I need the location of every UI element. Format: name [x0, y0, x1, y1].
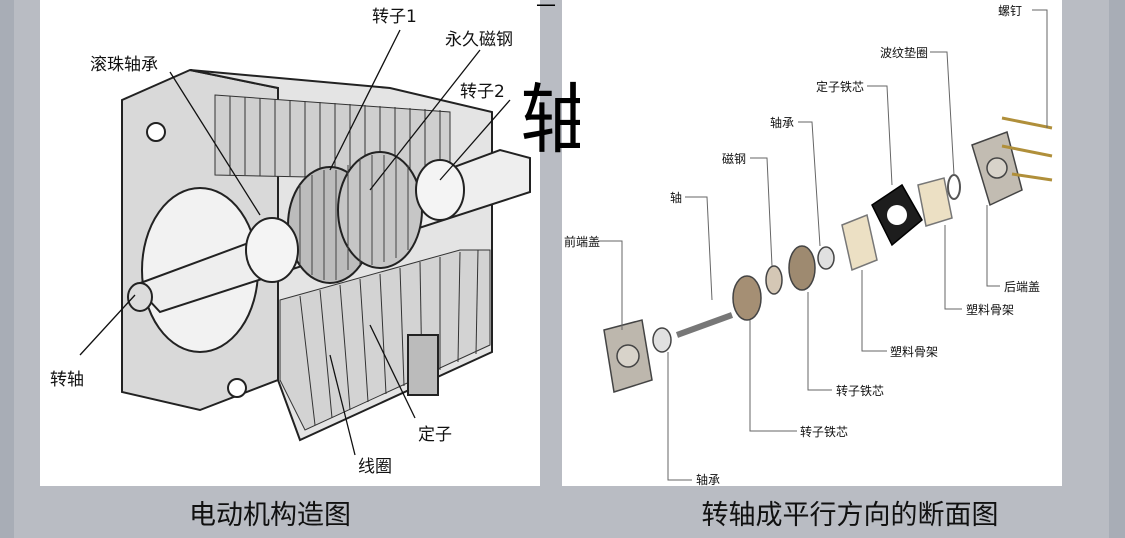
label-stator: 定子	[418, 425, 452, 445]
label-plastic-frame-1: 塑料骨架	[966, 302, 1014, 317]
label-magnet-steel: 磁钢	[722, 151, 746, 166]
partial-heading-glyph: 轴	[520, 75, 580, 164]
motor-structure-panel: 转子1 滚珠轴承 永久磁钢 转子2 转轴 定子 线圈	[40, 0, 540, 486]
left-edge-stripe	[0, 0, 14, 538]
label-plastic-frame-2: 塑料骨架	[890, 344, 938, 359]
label-front-cover: 前端盖	[564, 234, 600, 249]
label-screw: 螺钉	[998, 4, 1022, 18]
label-permanent-magnet: 永久磁钢	[445, 30, 513, 50]
label-rotor-core-1: 转子铁芯	[836, 383, 884, 398]
label-wave-washer: 波纹垫圈	[880, 45, 928, 60]
label-rear-cover: 后端盖	[1004, 280, 1040, 294]
right-figure-caption: 转轴成平行方向的断面图	[701, 500, 999, 531]
right-edge-stripe	[1109, 0, 1125, 538]
left-figure-caption: 电动机构造图	[189, 500, 351, 531]
exploded-view-panel: 螺钉 波纹垫圈 定子铁芯 轴承 磁钢 轴 前端盖 后端盖 塑料骨架 塑料骨架 转…	[562, 0, 1062, 486]
label-bearing-top: 轴承	[770, 115, 794, 130]
label-coil: 线圈	[358, 457, 392, 477]
label-rotor1: 转子1	[372, 7, 417, 27]
motor-cutaway-illustration: 转子1 滚珠轴承 永久磁钢 转子2 转轴 定子 线圈	[50, 7, 531, 477]
label-stator-core: 定子铁芯	[816, 79, 864, 94]
label-bearing-bottom: 轴承	[696, 472, 720, 486]
label-ball-bearing: 滚珠轴承	[90, 55, 158, 75]
label-shaft-part: 轴	[670, 190, 682, 205]
label-rotor-core-2: 转子铁芯	[800, 424, 848, 439]
top-edge-mark: —	[536, 0, 562, 8]
label-rotor2: 转子2	[460, 82, 505, 102]
label-shaft: 转轴	[50, 370, 84, 390]
exploded-parts-illustration: 螺钉 波纹垫圈 定子铁芯 轴承 磁钢 轴 前端盖 后端盖 塑料骨架 塑料骨架 转…	[564, 4, 1053, 486]
